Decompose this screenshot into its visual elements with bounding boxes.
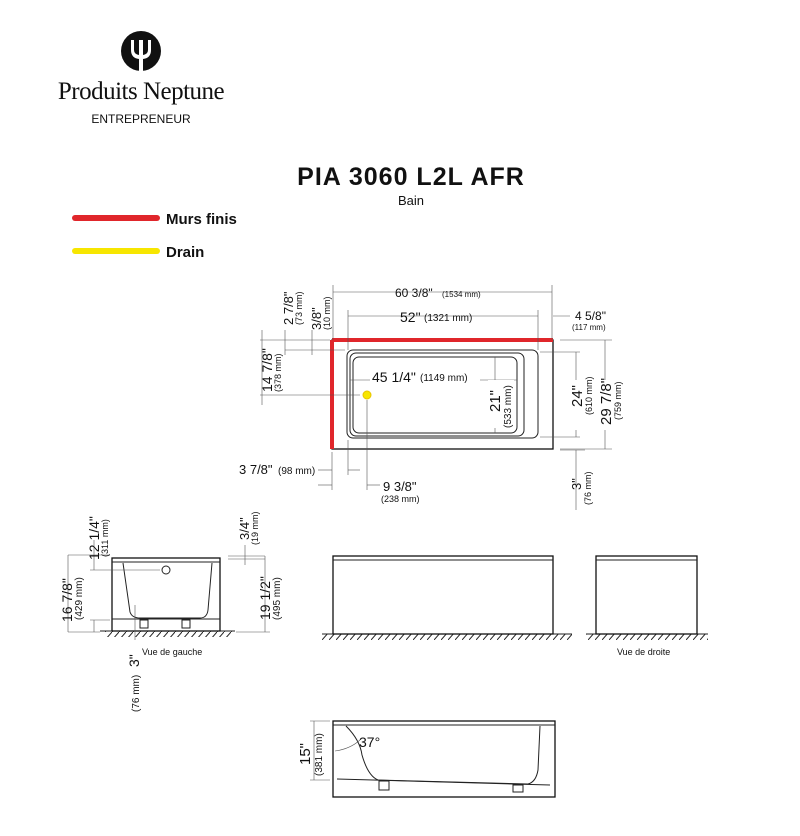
dim-section-depth: 15" xyxy=(297,743,314,765)
dim-bottom-width: 21" xyxy=(487,390,504,412)
dim-height-mm: (495 mm) xyxy=(272,577,283,620)
left-view: 12 1/4" (311 mm) 16 7/8" (429 mm) 3" (76… xyxy=(59,511,283,712)
dim-depth-mm: (429 mm) xyxy=(74,577,85,620)
dim-height: 19 1/2" xyxy=(257,576,273,620)
dim-overall-length-mm: (1534 mm) xyxy=(442,290,481,299)
dim-right-rim-mm: (117 mm) xyxy=(572,323,606,332)
right-view: Vue de droite xyxy=(586,555,708,657)
dim-overflow-mm: (311 mm) xyxy=(100,519,110,557)
brand-name: Produits Neptune xyxy=(58,78,225,105)
dim-drain-x: 9 3/8" xyxy=(383,479,417,494)
dim-left-rim-mm: (98 mm) xyxy=(278,466,315,477)
dim-bottom-length-mm: (1149 mm) xyxy=(420,373,468,384)
dim-top-offset-mm: (73 mm) xyxy=(294,291,304,325)
dim-base-mm: (76 mm) xyxy=(131,675,142,712)
legend-drain: Drain xyxy=(166,244,204,261)
dim-drain-y-mm: (378 mm) xyxy=(273,353,283,392)
dim-bottom-rim-mm: (76 mm) xyxy=(583,471,593,505)
dim-drain-x-mm: (238 mm) xyxy=(381,494,420,504)
front-view xyxy=(322,555,572,640)
dim-base: 3" xyxy=(126,654,142,667)
dim-depth: 16 7/8" xyxy=(59,578,75,622)
section-view: 37° 15" (381 mm) xyxy=(297,720,556,798)
plan-view: 60 3/8" (1534 mm) 52" (1321 mm) 4 5/8" (… xyxy=(239,285,626,510)
dim-left-rim: 3 7/8" xyxy=(239,462,273,477)
left-view-label: Vue de gauche xyxy=(142,647,202,657)
drain-marker xyxy=(362,390,372,400)
dim-section-depth-mm: (381 mm) xyxy=(314,733,325,776)
legend-finished-walls: Murs finis xyxy=(166,211,237,228)
dim-inner-width: 24" xyxy=(569,385,586,407)
dim-overall-width: 29 7/8" xyxy=(598,378,615,425)
dim-lip-mm: (19 mm) xyxy=(250,511,260,545)
product-type: Bain xyxy=(398,193,424,208)
dim-bottom-length: 45 1/4" xyxy=(372,369,416,385)
brand-subtitle: ENTREPRENEUR xyxy=(91,112,191,126)
dim-inner-length: 52" xyxy=(400,309,421,325)
dim-drain-y: 14 7/8" xyxy=(259,348,275,392)
dim-inner-length-mm: (1321 mm) xyxy=(424,313,472,324)
neptune-logo xyxy=(121,31,161,71)
right-view-label: Vue de droite xyxy=(617,647,670,657)
dim-bottom-width-mm: (533 mm) xyxy=(503,385,514,428)
dim-rim-offset-mm: (10 mm) xyxy=(322,296,332,330)
angle-label: 37° xyxy=(359,734,380,750)
dim-overflow: 12 1/4" xyxy=(86,516,102,560)
dim-rim-offset: 3/8" xyxy=(309,307,324,330)
model-title: PIA 3060 L2L AFR xyxy=(297,163,525,191)
dim-lip: 3/4" xyxy=(237,517,252,540)
dim-overall-length: 60 3/8" xyxy=(395,286,433,300)
dim-inner-width-mm: (610 mm) xyxy=(584,376,594,415)
dim-overall-width-mm: (759 mm) xyxy=(613,381,623,420)
dim-right-rim: 4 5/8" xyxy=(575,309,606,323)
dim-bottom-rim: 3" xyxy=(569,478,584,490)
dim-top-offset: 2 7/8" xyxy=(281,291,296,325)
